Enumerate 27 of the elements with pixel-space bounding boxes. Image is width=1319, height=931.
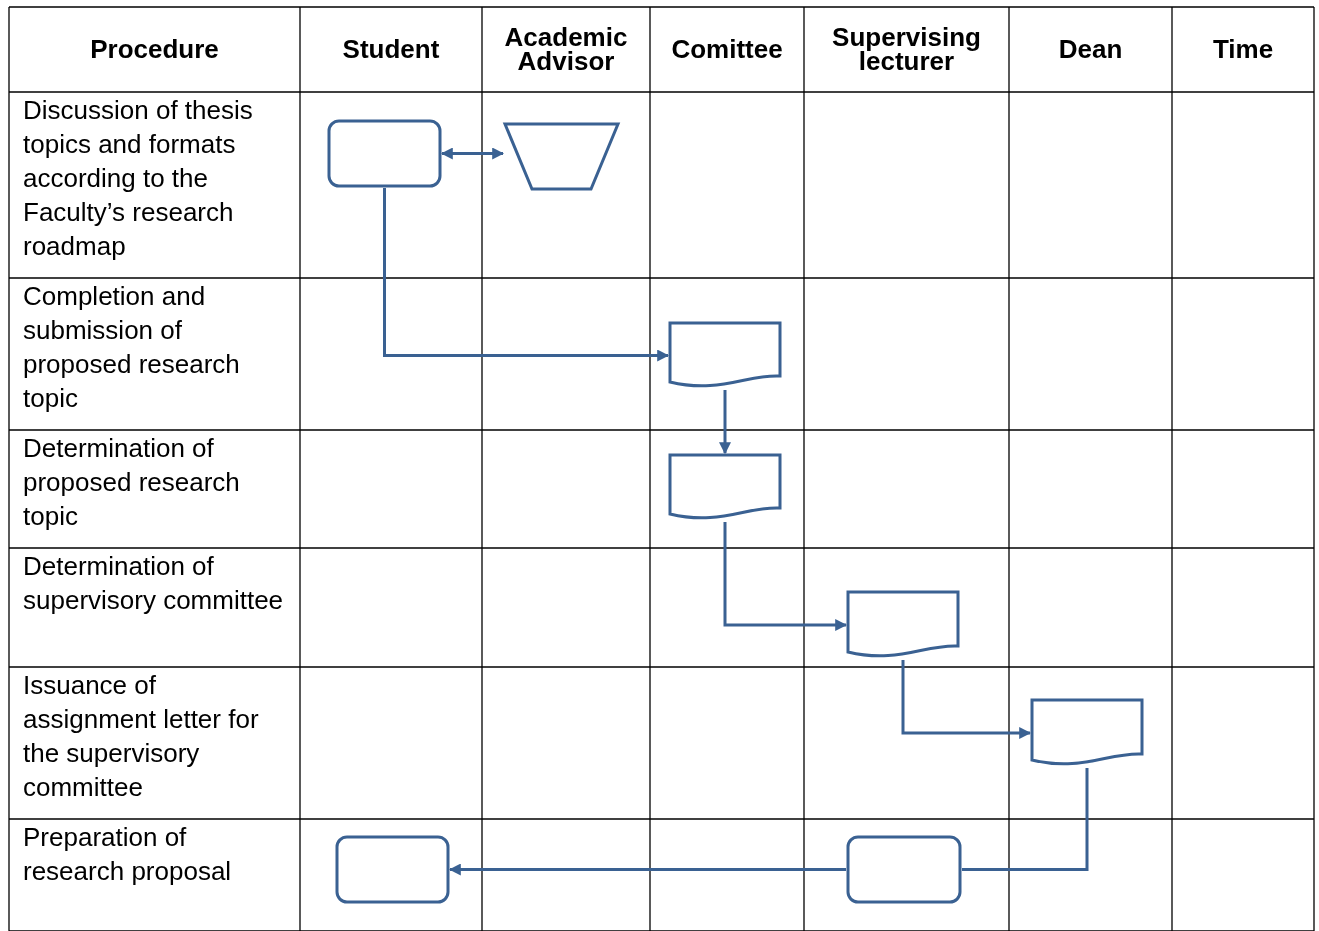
arrow	[719, 390, 731, 455]
document-shape	[848, 592, 958, 658]
document-shape	[670, 455, 780, 520]
process-box	[848, 837, 960, 902]
arrow	[440, 147, 505, 160]
document-shape	[670, 323, 780, 388]
manual-operation-trapezoid	[505, 124, 618, 189]
arrow	[448, 863, 846, 876]
process-box	[337, 837, 448, 902]
arrow	[901, 660, 1032, 739]
procedure-step-text: Determination of supervisory committee	[23, 550, 285, 617]
arrow	[723, 522, 848, 631]
column-header: Academic Advisor	[503, 25, 629, 73]
procedure-step-text: Completion and submission of proposed research topic	[23, 280, 241, 415]
column-header: Comittee	[671, 37, 783, 61]
column-header: Procedure	[90, 37, 219, 61]
procedure-step-text: Issuance of assignment letter for the supervisory committee	[23, 669, 260, 804]
procedure-step-text: Determination of proposed research topic	[23, 432, 241, 533]
arrow	[383, 188, 670, 362]
column-header: Time	[1212, 37, 1274, 61]
column-header: Student	[342, 37, 440, 61]
procedure-step-text: Preparation of research proposal	[23, 821, 233, 888]
process-box	[329, 121, 440, 186]
column-header: Dean	[1058, 37, 1123, 61]
procedure-step-text: Discussion of thesis topics and formats according to the Faculty’s research roadmap	[23, 94, 254, 263]
column-header: Supervising lecturer	[831, 25, 982, 73]
document-shape	[1032, 700, 1142, 766]
